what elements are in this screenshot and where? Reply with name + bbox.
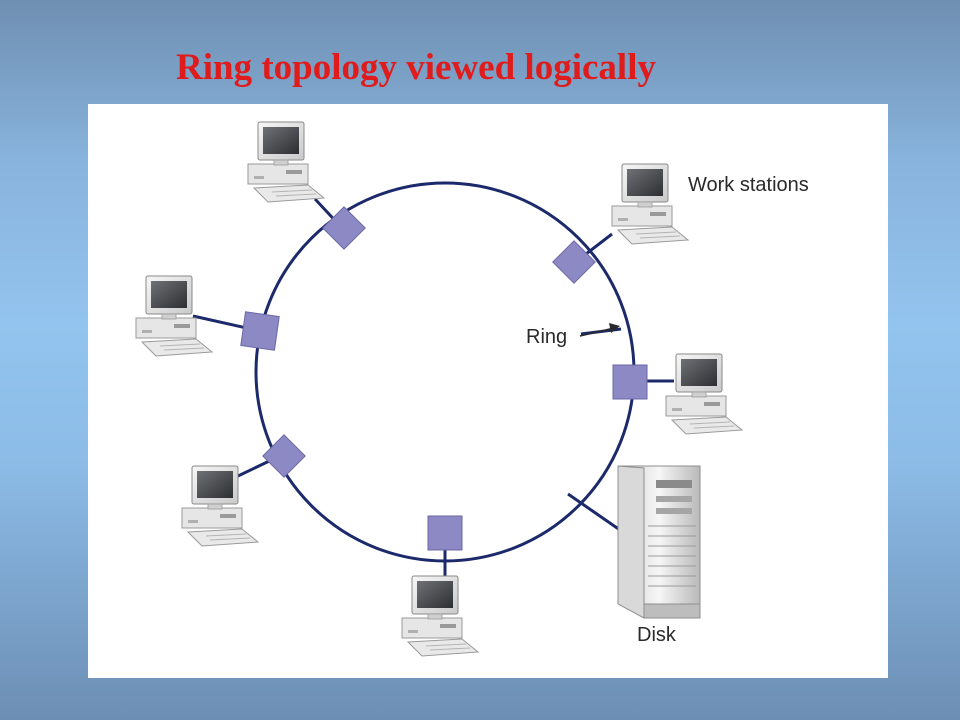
workstation-icon: [135, 275, 213, 357]
ring-arrow: [579, 323, 620, 337]
disk-icon: [617, 465, 701, 619]
workstation-icon: [181, 465, 259, 547]
workstation-icon: [611, 163, 689, 245]
ring-node: [427, 515, 463, 551]
ring-label: Ring: [526, 326, 568, 348]
diagram-panel: Work stations Ring Disk: [88, 104, 888, 678]
ring-node: [240, 311, 280, 351]
ring-circle: [254, 181, 636, 563]
workstations-label: Work stations: [688, 174, 809, 196]
workstation-icon: [247, 121, 325, 203]
ring-node: [262, 434, 306, 478]
workstation-icon: [665, 353, 743, 435]
workstation-icon: [401, 575, 479, 657]
slide-title: Ring topology viewed logically: [176, 47, 656, 88]
ring-diagram: [135, 121, 743, 657]
ring-node: [612, 364, 648, 400]
connector-nodes: [240, 206, 648, 551]
disk-label: Disk: [637, 624, 676, 646]
ring-node: [322, 206, 366, 250]
ring-node: [552, 240, 596, 284]
